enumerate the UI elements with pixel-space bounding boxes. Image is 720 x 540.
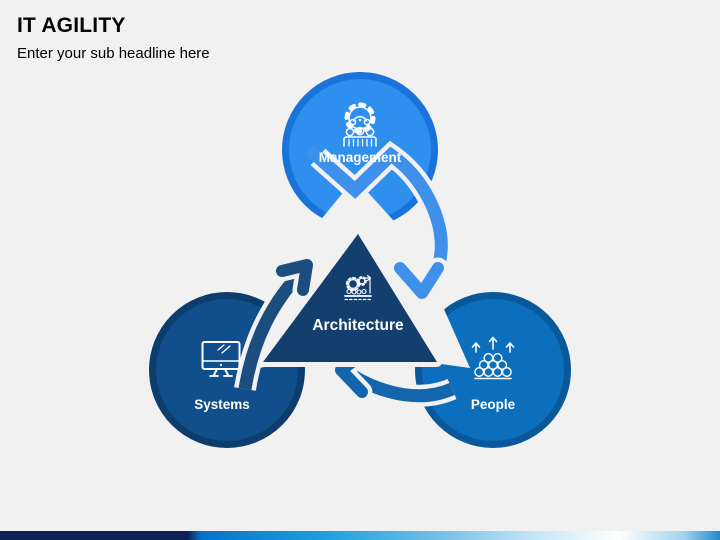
arrowhead-down-icon [394, 262, 444, 299]
page-subtitle: Enter your sub headline here [17, 45, 210, 62]
arrow-systems-to-management [234, 254, 318, 391]
management-label: Management [319, 150, 402, 165]
architecture-label: Architecture [312, 317, 404, 334]
gear-team-icon [343, 102, 377, 147]
architecture-triangle [258, 229, 442, 367]
arrow-management-to-people [305, 140, 453, 304]
people-growth-icon [471, 336, 515, 380]
people-label: People [471, 397, 516, 412]
footer-gradient-bar [0, 531, 720, 540]
systems-label: Systems [194, 397, 250, 412]
page-title: IT AGILITY [17, 14, 126, 37]
architecture-gears-icon [344, 274, 372, 301]
management-circle-notch [296, 178, 420, 250]
computer-monitor-icon [201, 341, 241, 377]
arrowhead-up-right-icon [276, 259, 313, 296]
